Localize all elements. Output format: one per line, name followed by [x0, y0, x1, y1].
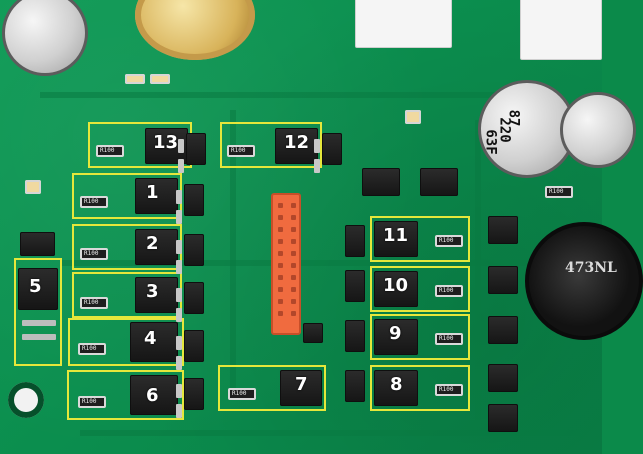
- mosfet-2: [135, 229, 178, 265]
- soic-chip: [488, 266, 518, 294]
- label-5: 5: [29, 276, 42, 297]
- highlight-box-8: [370, 365, 470, 411]
- resistor: R100: [80, 297, 108, 309]
- label-9: 9: [389, 323, 402, 344]
- smd-capacitor: [405, 110, 421, 124]
- power-inductor: [525, 222, 643, 340]
- mosfet-extra: [176, 282, 204, 314]
- mosfet-8: [374, 370, 418, 406]
- soic-chip: [488, 316, 518, 344]
- resistor: R100: [78, 343, 106, 355]
- smd-capacitor: [150, 74, 170, 84]
- mosfet-7: [280, 370, 322, 406]
- mosfet-6: [130, 375, 178, 415]
- pcb-trace: [40, 92, 560, 98]
- pcb-trace: [300, 260, 530, 266]
- soic-chip: [488, 364, 518, 392]
- resistor: R100: [80, 196, 108, 208]
- white-connector-header: [520, 0, 602, 60]
- resistor: R100: [80, 248, 108, 260]
- top-left-electrolytic-capacitor: [2, 0, 88, 76]
- orange-connector: [271, 193, 301, 335]
- mounting-hole: [8, 382, 44, 418]
- mosfet-1: [135, 178, 178, 214]
- pad-row: [22, 334, 56, 340]
- right-electrolytic-capacitor: [478, 80, 576, 178]
- mosfet-extra: [345, 320, 365, 352]
- mosfet-3: [135, 277, 178, 313]
- label-13: 13: [153, 132, 179, 153]
- mosfet-12: [275, 128, 318, 164]
- mosfet-extra: [345, 225, 365, 257]
- resistor: R100: [435, 235, 463, 247]
- mosfet-10: [374, 271, 418, 307]
- mosfet-extra: [176, 378, 204, 410]
- highlight-box-12: [220, 122, 322, 168]
- mosfet-9: [374, 319, 418, 355]
- resistor: R100: [78, 396, 106, 408]
- right-electrolytic-capacitor-2: [560, 92, 636, 168]
- mosfet-11: [374, 221, 418, 257]
- pad-row: [22, 320, 56, 326]
- pcb-trace: [475, 120, 481, 420]
- highlight-box-4: [68, 318, 184, 366]
- mosfet-extra: [176, 184, 204, 216]
- soic-chip: [362, 168, 400, 196]
- highlight-box-7: [218, 365, 326, 411]
- mosfet-extra: [314, 133, 342, 165]
- mosfet-5: [18, 268, 58, 310]
- label-6: 6: [146, 385, 159, 406]
- resistor: R100: [545, 186, 573, 198]
- highlight-box-11: [370, 216, 470, 262]
- mosfet-extra: [178, 133, 206, 165]
- label-12: 12: [284, 132, 310, 153]
- highlight-box-5: [14, 258, 62, 366]
- mosfet-extra: [345, 270, 365, 302]
- mosfet-4: [130, 322, 178, 362]
- highlight-box-10: [370, 266, 470, 312]
- mosfet-extra: [176, 330, 204, 362]
- label-7: 7: [295, 374, 308, 395]
- capacitor-marking-bottom: 63F: [482, 129, 499, 155]
- resistor: R100: [435, 285, 463, 297]
- label-4: 4: [144, 328, 157, 349]
- label-8: 8: [390, 374, 403, 395]
- soic-chip: [488, 404, 518, 432]
- highlight-box-9: [370, 314, 470, 360]
- top-gold-pad: [135, 0, 255, 60]
- resistor: R100: [435, 333, 463, 345]
- white-connector-header: [355, 0, 452, 48]
- capacitor-marking-mid: 220: [496, 117, 513, 143]
- soic-chip: [420, 168, 458, 196]
- resistor: R100: [435, 384, 463, 396]
- label-3: 3: [146, 281, 159, 302]
- pcb-trace: [230, 110, 236, 400]
- highlight-box-6: [67, 370, 184, 420]
- mosfet-extra: [345, 370, 365, 402]
- resistor: R100: [96, 145, 124, 157]
- smd-capacitor: [25, 180, 41, 194]
- label-11: 11: [383, 225, 409, 246]
- smd-capacitor: [125, 74, 145, 84]
- label-10: 10: [383, 275, 409, 296]
- mosfet-extra: [20, 232, 55, 256]
- label-1: 1: [146, 182, 159, 203]
- mosfet-extra: [303, 323, 323, 343]
- label-2: 2: [146, 233, 159, 254]
- inductor-marking: 473NL: [565, 260, 617, 276]
- soic-chip: [488, 216, 518, 244]
- resistor: R100: [227, 145, 255, 157]
- resistor: R100: [228, 388, 256, 400]
- mosfet-extra: [176, 234, 204, 266]
- pcb-trace: [80, 430, 580, 436]
